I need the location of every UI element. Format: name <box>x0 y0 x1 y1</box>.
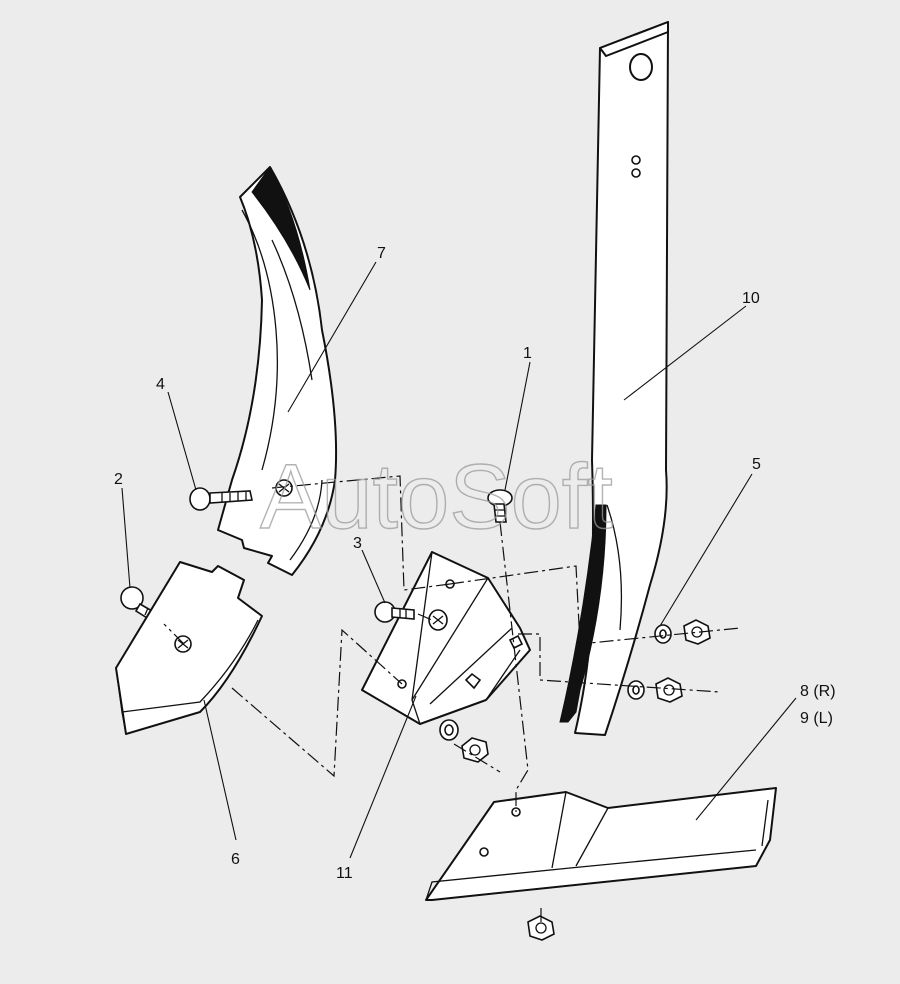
part-5-nuts-washers <box>627 619 711 703</box>
watermark-text: AutoSoft <box>260 446 613 548</box>
part-1-bolt <box>487 489 513 523</box>
part-10-shank <box>559 21 669 736</box>
callout-1: 1 <box>523 345 532 362</box>
part-11-bracket <box>361 551 531 725</box>
part-6-wing-plate <box>115 561 263 735</box>
callout-10: 10 <box>742 290 760 307</box>
callout-5: 5 <box>752 456 761 473</box>
part-7-deflector <box>217 166 338 576</box>
part-4-bolt <box>189 487 253 511</box>
callout-2: 2 <box>114 471 123 488</box>
callout-8: 8 (R) <box>800 683 836 700</box>
leader-lines <box>121 261 797 859</box>
callout-9: 9 (L) <box>800 710 833 727</box>
part-8-9-shovel <box>425 787 777 941</box>
callout-11: 11 <box>336 865 353 882</box>
callout-labels: 1 2 3 4 5 6 7 8 (R) 9 (L) 10 11 <box>114 245 836 882</box>
bracket-nut-washer <box>439 719 489 763</box>
callout-3: 3 <box>353 535 362 552</box>
callout-7: 7 <box>377 245 386 262</box>
callout-6: 6 <box>231 851 240 868</box>
callout-4: 4 <box>156 376 165 393</box>
assembly-centerlines <box>163 475 741 922</box>
